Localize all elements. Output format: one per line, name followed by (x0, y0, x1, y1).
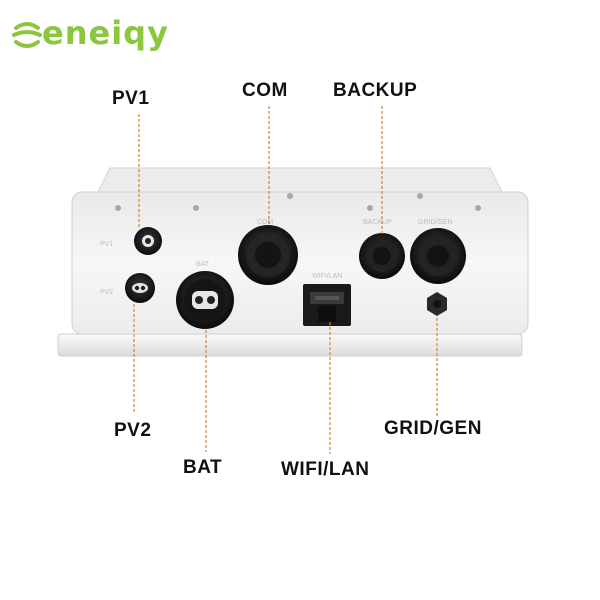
backup-port (359, 233, 405, 279)
grid-gen-port (410, 228, 466, 284)
label-grid-gen: GRID/GEN (384, 418, 482, 439)
pv1-port (134, 227, 162, 255)
engraved-com: COM (257, 219, 274, 226)
label-pv1: PV1 (112, 88, 150, 109)
label-backup: BACKUP (333, 80, 418, 101)
com-port (238, 225, 298, 285)
wifi-lan-port (303, 284, 351, 326)
engraved-bat: BAT (196, 261, 210, 268)
label-com: COM (242, 80, 288, 101)
vent-valve (427, 292, 447, 316)
label-bat: BAT (183, 457, 223, 478)
label-wifi-lan: WIFI/LAN (281, 459, 370, 480)
label-pv2: PV2 (114, 420, 152, 441)
engraved-pv2: PV2 (100, 289, 113, 296)
engraved-backup: BACKUP (363, 219, 392, 226)
brand-logo-icon (12, 22, 42, 48)
brand-name: eneiqy (42, 14, 169, 52)
engraved-grid-gen: GRID/GEN (418, 219, 453, 226)
bat-port (176, 271, 234, 329)
engraved-wifi-lan: WIFI/LAN (312, 273, 342, 280)
pv2-port (125, 273, 155, 303)
leader-lines (133, 106, 438, 454)
housing-base (57, 333, 523, 357)
brand-logo: eneiqy (12, 14, 182, 54)
engraved-pv1: PV1 (100, 241, 113, 248)
